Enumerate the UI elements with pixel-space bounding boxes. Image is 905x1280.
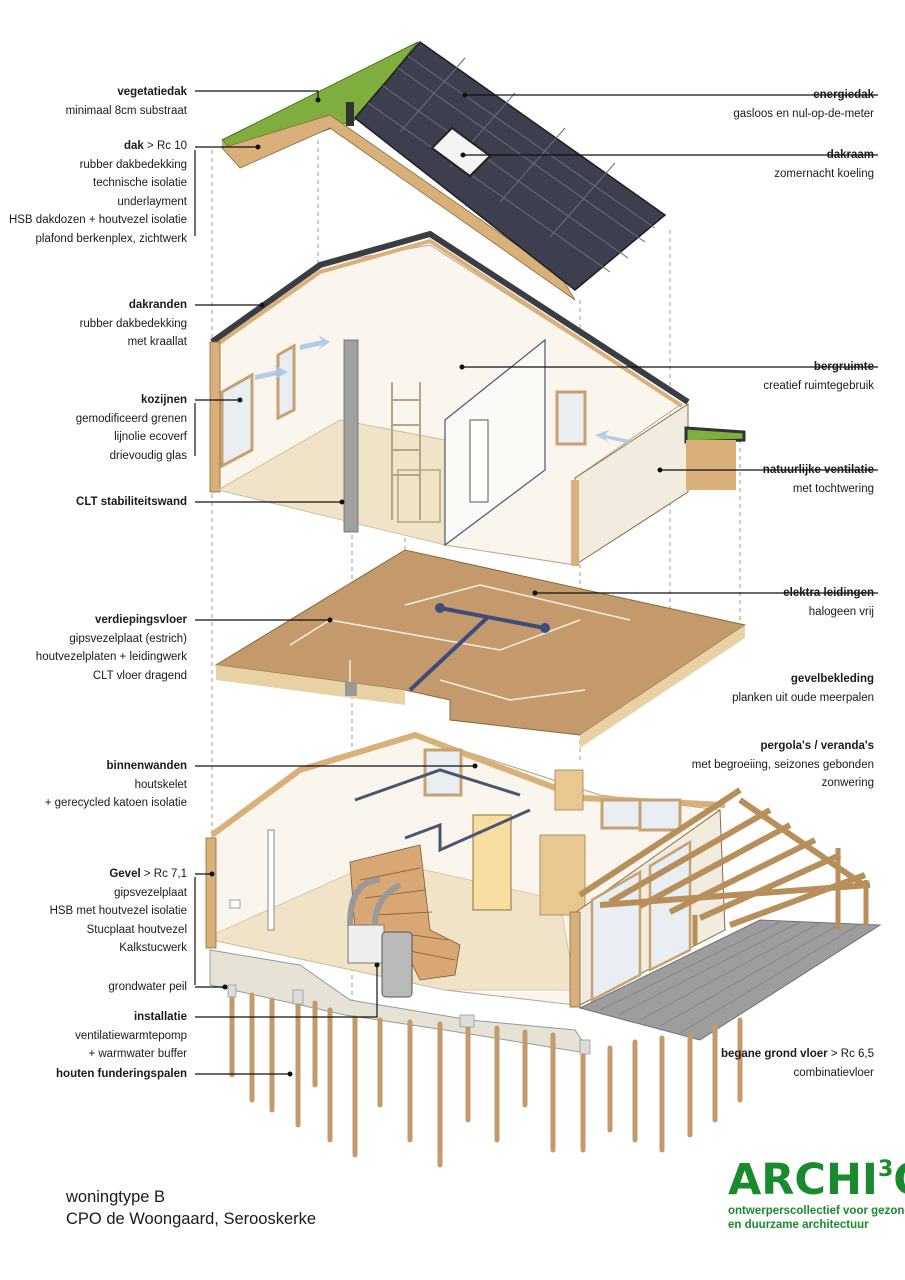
- electra-conduits: [408, 606, 546, 692]
- label-clt-stabiliteitswand: CLT stabiliteitswand: [76, 496, 187, 508]
- veranda-deck: [578, 919, 882, 1041]
- label-kozijnen: kozijnen gemodificeerd grenen lijnolie e…: [75, 394, 187, 462]
- heat-pump-unit: [347, 924, 385, 964]
- upper-floor-module: [209, 230, 746, 566]
- pergola-beams: [578, 787, 871, 928]
- label-dak: dak > Rc 10 rubber dakbedekking technisc…: [8, 140, 187, 245]
- leader-lines: [194, 90, 878, 1075]
- warm-water-buffer: [381, 931, 413, 998]
- caption-project: CPO de Woongaard, Serooskerke: [66, 1210, 317, 1228]
- label-binnenwanden: binnenwanden houtskelet + gerecycled kat…: [44, 760, 187, 809]
- archi3o-logo: ARCHI3O ontwerperscollectief voor gezond…: [728, 1148, 905, 1232]
- kitchen-units: [539, 769, 586, 916]
- logo-end: O: [893, 1155, 905, 1205]
- label-pergolas-verandas: pergola's / veranda's met begroeiing, se…: [691, 740, 874, 789]
- clt-wall: [343, 339, 359, 533]
- label-gevelbekleding: gevelbekleding planken uit oude meerpale…: [732, 673, 874, 704]
- deck-and-pergola: [578, 787, 882, 1041]
- floor-slab-module: [214, 549, 747, 748]
- roof-vent-pipe: [346, 102, 354, 126]
- tagline-2: en duurzame architectuur: [728, 1219, 869, 1231]
- label-vegetatiedak: vegetatiedak minimaal 8cm substraat: [65, 86, 187, 117]
- ground-floor-module: [205, 731, 726, 1053]
- dakrand-trim: [210, 230, 690, 405]
- label-elektra-leidingen: elektra leidingen halogeen vrij: [783, 587, 874, 618]
- logo-main: ARCHI: [728, 1155, 878, 1205]
- label-bergruimte: bergruimte creatief ruimtegebruik: [763, 361, 874, 392]
- airflow-arrows: [255, 335, 630, 444]
- label-dakraam: dakraam zomernacht koeling: [774, 149, 874, 180]
- label-begane-grond-vloer: begane grond vloer > Rc 6,5 combinatievl…: [720, 1048, 874, 1079]
- skylight: [430, 126, 492, 178]
- foundation-piles: [229, 987, 743, 1168]
- caption-type: woningtype B: [66, 1188, 166, 1206]
- label-verdiepingsvloer: verdiepingsvloer gipsvezelplaat (estrich…: [35, 614, 187, 682]
- label-dakranden: dakranden rubber dakbedekking met kraall…: [79, 299, 187, 348]
- roof-edge: [221, 114, 576, 301]
- logo-sup: 3: [877, 1157, 894, 1182]
- tagline-1: ontwerperscollectief voor gezonde: [728, 1205, 905, 1217]
- solar-panel-roof: [353, 40, 667, 291]
- project-caption: woningtype B CPO de Woongaard, Seroosker…: [66, 1186, 316, 1230]
- label-grondwater-peil: grondwater peil: [108, 981, 187, 993]
- roof-module: [221, 40, 667, 301]
- label-installatie: installatie ventilatiewarmtepomp + warmw…: [75, 1011, 187, 1060]
- label-gevel: Gevel > Rc 7,1 gipsvezelplaat HSB met ho…: [49, 868, 187, 954]
- label-energiedak: energiedak gasloos en nul-op-de-meter: [733, 89, 874, 120]
- label-natuurlijke-ventilatie: natuurlijke ventilatie met tochtwering: [762, 464, 874, 495]
- label-houten-funderingspalen: houten funderingspalen: [56, 1068, 187, 1080]
